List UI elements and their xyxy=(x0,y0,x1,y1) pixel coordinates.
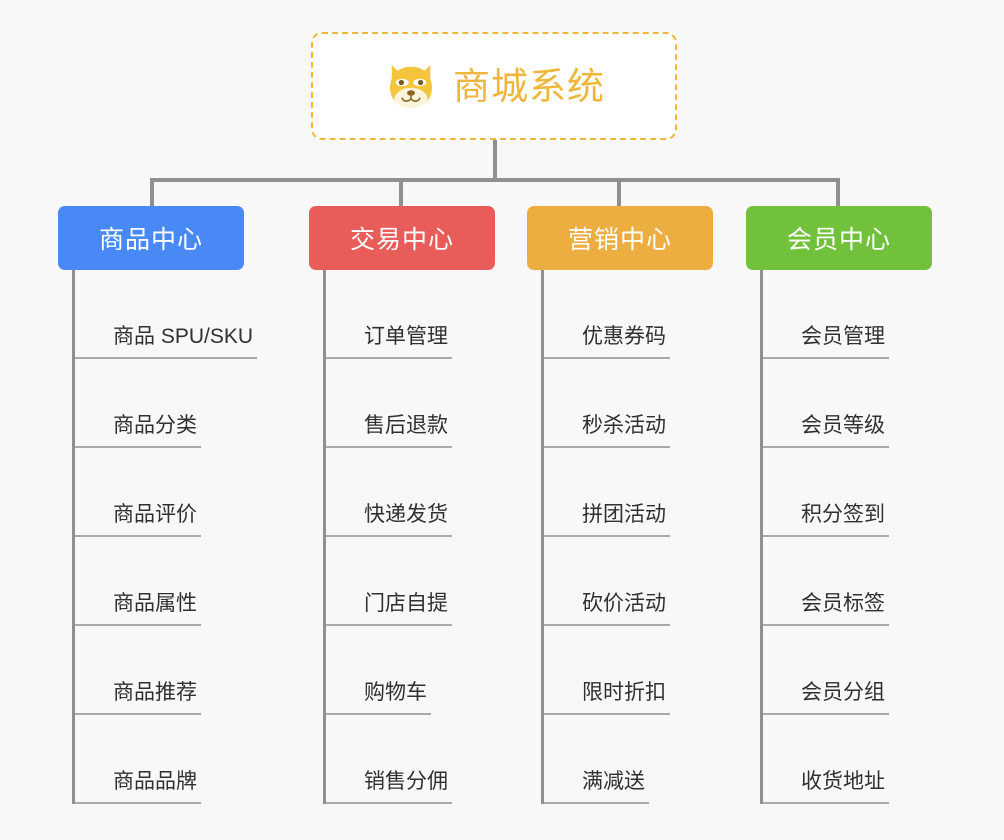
list-item[interactable]: 优惠券码 xyxy=(544,270,713,359)
leaf-label: 商品品牌 xyxy=(75,770,201,804)
category-column-member: 会员中心 会员管理 会员等级 积分签到 会员标签 会员分组 收货地址 xyxy=(746,206,932,804)
list-item[interactable]: 会员分组 xyxy=(763,626,932,715)
category-column-trade: 交易中心 订单管理 售后退款 快递发货 门店自提 购物车 销售分佣 xyxy=(309,206,495,804)
list-item[interactable]: 拼团活动 xyxy=(544,448,713,537)
list-item[interactable]: 秒杀活动 xyxy=(544,359,713,448)
list-item[interactable]: 快递发货 xyxy=(326,448,495,537)
leaf-label: 订单管理 xyxy=(326,325,452,359)
root-node[interactable]: 商城系统 xyxy=(311,32,677,140)
connector-drop-营销中心 xyxy=(617,178,621,208)
leaf-label: 会员分组 xyxy=(763,681,889,715)
leaf-label: 收货地址 xyxy=(763,770,889,804)
leaf-label: 拼团活动 xyxy=(544,503,670,537)
connector-drop-交易中心 xyxy=(399,178,403,208)
dog-face-icon xyxy=(390,65,432,108)
connector-root-stem xyxy=(493,140,497,182)
list-item[interactable]: 商品品牌 xyxy=(75,715,244,804)
leaf-list-member: 会员管理 会员等级 积分签到 会员标签 会员分组 收货地址 xyxy=(760,270,932,804)
leaf-list-trade: 订单管理 售后退款 快递发货 门店自提 购物车 销售分佣 xyxy=(323,270,495,804)
list-item[interactable]: 商品评价 xyxy=(75,448,244,537)
leaf-label: 会员等级 xyxy=(763,414,889,448)
list-item[interactable]: 门店自提 xyxy=(326,537,495,626)
category-header-product[interactable]: 商品中心 xyxy=(58,206,244,270)
leaf-label: 会员管理 xyxy=(763,325,889,359)
leaf-label: 售后退款 xyxy=(326,414,452,448)
list-item[interactable]: 商品 SPU/SKU xyxy=(75,270,258,359)
list-item[interactable]: 销售分佣 xyxy=(326,715,495,804)
leaf-label: 商品评价 xyxy=(75,503,201,537)
list-item[interactable]: 限时折扣 xyxy=(544,626,713,715)
list-item[interactable]: 商品属性 xyxy=(75,537,244,626)
leaf-label: 优惠券码 xyxy=(544,325,670,359)
leaf-label: 会员标签 xyxy=(763,592,889,626)
category-column-marketing: 营销中心 优惠券码 秒杀活动 拼团活动 砍价活动 限时折扣 满减送 xyxy=(527,206,713,804)
leaf-label: 商品分类 xyxy=(75,414,201,448)
category-header-trade[interactable]: 交易中心 xyxy=(309,206,495,270)
leaf-label: 积分签到 xyxy=(763,503,889,537)
leaf-list-marketing: 优惠券码 秒杀活动 拼团活动 砍价活动 限时折扣 满减送 xyxy=(541,270,713,804)
leaf-label: 限时折扣 xyxy=(544,681,670,715)
leaf-label: 商品属性 xyxy=(75,592,201,626)
leaf-label: 商品 SPU/SKU xyxy=(75,325,258,359)
leaf-label: 门店自提 xyxy=(326,592,452,626)
leaf-label: 秒杀活动 xyxy=(544,414,670,448)
leaf-list-product: 商品 SPU/SKU 商品分类 商品评价 商品属性 商品推荐 商品品牌 xyxy=(72,270,258,804)
list-item[interactable]: 会员标签 xyxy=(763,537,932,626)
leaf-label: 购物车 xyxy=(326,681,431,715)
leaf-label: 快递发货 xyxy=(326,503,452,537)
root-title: 商城系统 xyxy=(453,65,605,107)
leaf-label: 满减送 xyxy=(544,770,649,804)
list-item[interactable]: 收货地址 xyxy=(763,715,932,804)
category-column-product: 商品中心 商品 SPU/SKU 商品分类 商品评价 商品属性 商品推荐 商品品牌 xyxy=(58,206,258,804)
list-item[interactable]: 商品分类 xyxy=(75,359,244,448)
connector-drop-会员中心 xyxy=(836,178,840,208)
category-header-marketing[interactable]: 营销中心 xyxy=(527,206,713,270)
leaf-label: 砍价活动 xyxy=(544,592,670,626)
list-item[interactable]: 满减送 xyxy=(544,715,713,804)
connector-horizontal-bus xyxy=(150,178,838,182)
list-item[interactable]: 订单管理 xyxy=(326,270,495,359)
leaf-label: 销售分佣 xyxy=(326,770,452,804)
list-item[interactable]: 会员管理 xyxy=(763,270,932,359)
list-item[interactable]: 购物车 xyxy=(326,626,495,715)
list-item[interactable]: 商品推荐 xyxy=(75,626,244,715)
connector-drop-商品中心 xyxy=(150,178,154,208)
list-item[interactable]: 积分签到 xyxy=(763,448,932,537)
list-item[interactable]: 会员等级 xyxy=(763,359,932,448)
category-header-member[interactable]: 会员中心 xyxy=(746,206,932,270)
list-item[interactable]: 售后退款 xyxy=(326,359,495,448)
leaf-label: 商品推荐 xyxy=(75,681,201,715)
list-item[interactable]: 砍价活动 xyxy=(544,537,713,626)
